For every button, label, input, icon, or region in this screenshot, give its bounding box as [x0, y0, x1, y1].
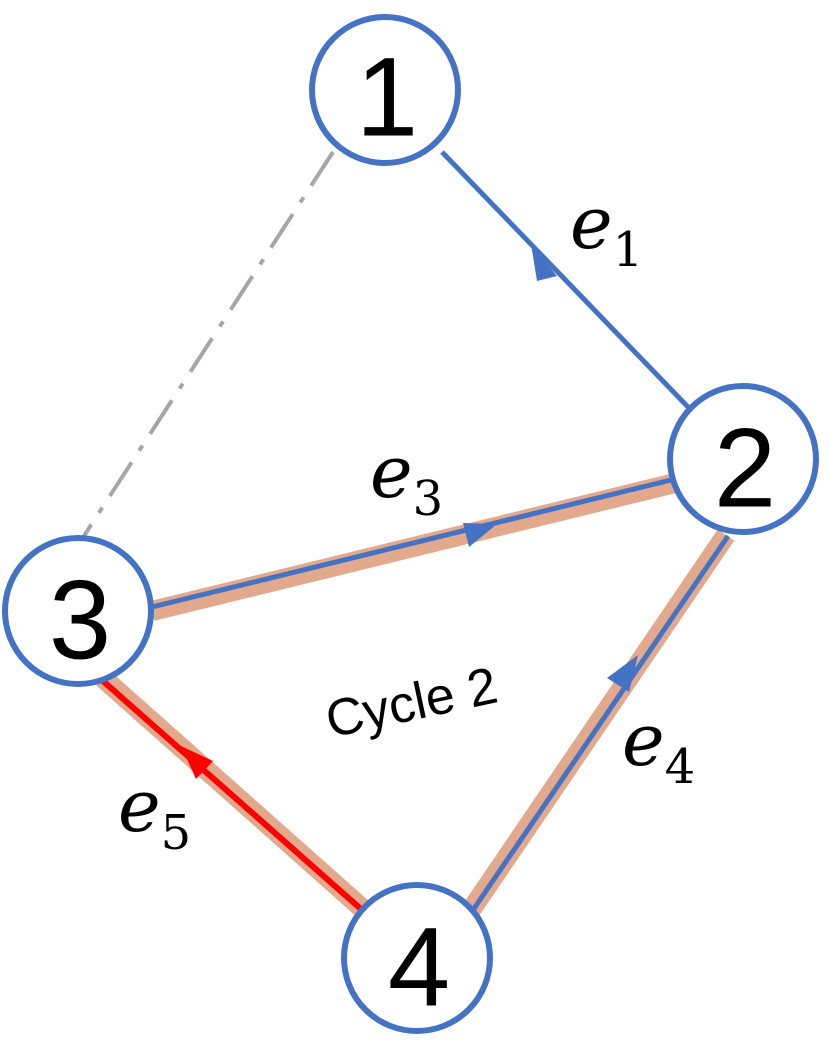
node-4-label: 4 — [388, 905, 450, 1030]
edge-1-3-dashdot — [78, 150, 335, 544]
node-4-circle — [341, 882, 493, 1034]
edge-e5-arrow — [181, 746, 213, 779]
edge-e1-arrow — [531, 244, 557, 281]
edge-label-e3: e3 — [370, 430, 443, 527]
node-2: 2 — [667, 383, 819, 535]
node-3-label: 3 — [49, 558, 111, 683]
edge-e1-line — [440, 150, 690, 409]
edge-label-e1: e1 — [570, 181, 643, 278]
edge-e4-line — [470, 534, 731, 912]
node-4: 4 — [341, 882, 493, 1034]
node-2-label: 2 — [714, 406, 776, 531]
cycle-label: Cycle 2 — [321, 657, 503, 750]
node-2-circle — [667, 383, 819, 535]
node-1-circle — [309, 14, 461, 166]
edge-label-e5: e5 — [118, 764, 191, 861]
edge-e4-arrow — [607, 655, 638, 692]
edge-e3-line — [151, 476, 676, 610]
node-3-circle — [2, 535, 154, 687]
edge-e3-arrow — [463, 523, 497, 547]
node-1: 1 — [309, 14, 461, 166]
node-3: 3 — [2, 535, 154, 687]
node-1-label: 1 — [356, 35, 418, 160]
edge-e5-line — [101, 678, 364, 913]
edge-label-e4: e4 — [622, 698, 695, 795]
cycle-highlight-e3 — [149, 473, 678, 621]
